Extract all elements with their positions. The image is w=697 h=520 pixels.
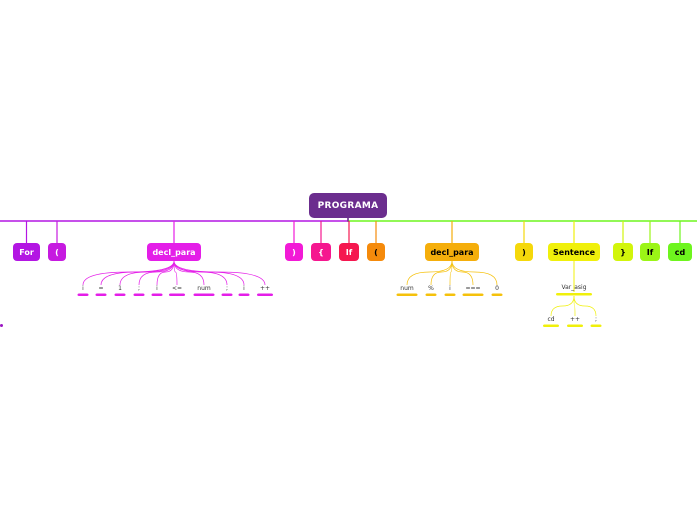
leaf-connector-sentence-2 [573, 295, 597, 317]
node-if2-label: If [646, 247, 654, 257]
leaf-underline-decl2-3 [462, 293, 484, 296]
leaf-connector-sentence-0 [550, 295, 575, 317]
leaf-underline-decl1-5 [169, 293, 185, 296]
leaf-sentence-0[interactable]: cd [547, 316, 555, 323]
leaf-decl1-9[interactable]: ++ [259, 285, 271, 292]
leaf-decl2-3[interactable]: === [465, 285, 481, 292]
leaf-underline-decl1-2 [114, 293, 126, 296]
root-node-label: PROGRAMA [317, 200, 379, 211]
leaf-decl1-8[interactable]: i [243, 285, 245, 292]
node-if1[interactable]: If [339, 243, 359, 261]
node-brace2[interactable]: } [613, 243, 633, 261]
left-edge-marker [0, 324, 3, 327]
leaf-connector-decl1-0 [82, 260, 175, 286]
leaf-connector-decl1-2 [119, 260, 175, 286]
node-brace2-label: } [620, 247, 626, 257]
leaf-underline-decl2-4 [491, 293, 503, 296]
leaf-connector-decl1-7 [173, 260, 228, 286]
node-sentence[interactable]: Sentence [548, 243, 600, 261]
leaf-connector-decl2-4 [451, 260, 498, 286]
node-paren1[interactable]: ( [48, 243, 66, 261]
leaf-underline-decl1-9 [257, 293, 273, 296]
leaf-decl2-4[interactable]: 0 [495, 285, 499, 292]
node-for[interactable]: For [13, 243, 40, 261]
leaf-decl1-1[interactable]: = [98, 285, 104, 292]
node-decl2[interactable]: decl_para [425, 243, 479, 261]
node-paren4[interactable]: ) [515, 243, 533, 261]
leaf-connector-sentence-1 [573, 295, 576, 317]
node-for-label: For [19, 247, 34, 257]
leaf-connector-decl2-3 [451, 260, 474, 286]
leaf-underline-decl2-1 [425, 293, 437, 296]
leaf-connector-decl1-8 [173, 260, 245, 286]
underline-sentence-sub [556, 293, 592, 296]
leaf-underline-sentence-0 [543, 324, 559, 327]
leaf-sentence-2[interactable]: ; [594, 316, 598, 323]
leaf-decl1-0[interactable]: i [82, 285, 84, 292]
node-paren3-label: ( [374, 247, 378, 257]
leaf-underline-decl1-8 [238, 293, 250, 296]
node-decl1-label: decl_para [152, 247, 196, 257]
leaf-decl2-0[interactable]: num [400, 285, 414, 292]
leaf-connector-decl1-9 [173, 260, 266, 286]
leaf-underline-decl1-7 [221, 293, 233, 296]
leaf-decl1-6[interactable]: num [197, 285, 211, 292]
leaf-connector-decl1-3 [138, 260, 175, 286]
leaf-sentence-1[interactable]: ++ [569, 316, 581, 323]
leaf-underline-decl2-2 [444, 293, 456, 296]
node-cd[interactable]: cd [668, 243, 692, 261]
node-decl1[interactable]: decl_para [147, 243, 201, 261]
node-brace1-label: { [318, 247, 324, 257]
node-paren4-label: ) [522, 247, 526, 257]
leaf-underline-sentence-1 [567, 324, 583, 327]
leaf-connector-decl1-1 [100, 260, 175, 286]
leaf-decl1-3[interactable]: ; [137, 285, 141, 292]
node-paren2[interactable]: ) [285, 243, 303, 261]
node-paren2-label: ) [292, 247, 296, 257]
leaf-decl1-2[interactable]: 1 [118, 285, 122, 292]
leaf-underline-decl1-3 [133, 293, 145, 296]
node-brace1[interactable]: { [311, 243, 331, 261]
leaf-underline-decl1-1 [95, 293, 107, 296]
node-if1-label: If [345, 247, 353, 257]
leaf-connector-decl2-1 [430, 260, 453, 286]
leaf-underline-decl1-4 [151, 293, 163, 296]
leaf-underline-decl1-6 [193, 293, 215, 296]
node-sentence-label: Sentence [553, 247, 595, 257]
node-cd-label: cd [674, 247, 686, 257]
leaf-decl1-7[interactable]: ; [225, 285, 229, 292]
leaf-underline-decl1-0 [77, 293, 89, 296]
leaf-underline-decl2-0 [396, 293, 418, 296]
node-if2[interactable]: If [640, 243, 660, 261]
leaf-connector-decl1-4 [156, 260, 175, 286]
leaf-decl2-1[interactable]: % [428, 285, 434, 292]
leaf-connector-decl2-0 [406, 260, 453, 286]
node-paren3[interactable]: ( [367, 243, 385, 261]
leaf-connector-decl1-6 [173, 260, 205, 286]
leaf-connector-decl2-2 [449, 260, 453, 286]
leaf-decl1-5[interactable]: <= [171, 285, 183, 292]
node-decl2-label: decl_para [430, 247, 474, 257]
leaf-connector-decl1-5 [173, 260, 178, 286]
node-paren1-label: ( [55, 247, 59, 257]
leaf-decl1-4[interactable]: i [156, 285, 158, 292]
leaf-underline-sentence-2 [590, 324, 602, 327]
leaf-decl2-2[interactable]: i [449, 285, 451, 292]
root-node-programa[interactable]: PROGRAMA [309, 193, 387, 218]
node-sentence-sub-label[interactable]: Var_asig [561, 284, 587, 291]
